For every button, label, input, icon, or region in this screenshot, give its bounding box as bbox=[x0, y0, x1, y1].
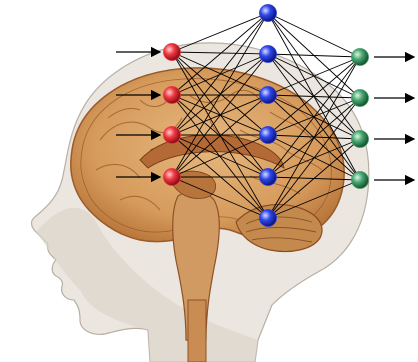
output-node-2 bbox=[352, 90, 369, 107]
hidden-node-1 bbox=[260, 5, 277, 22]
input-node-4 bbox=[164, 169, 181, 186]
input-node-3 bbox=[164, 127, 181, 144]
hidden-node-6 bbox=[260, 210, 277, 227]
hidden-node-2 bbox=[260, 46, 277, 63]
connection-hidden-1-to-output-1 bbox=[268, 13, 360, 57]
hidden-node-3 bbox=[260, 87, 277, 104]
output-node-1 bbox=[352, 49, 369, 66]
input-node-1 bbox=[164, 44, 181, 61]
hidden-node-5 bbox=[260, 169, 277, 186]
output-node-3 bbox=[352, 131, 369, 148]
input-node-2 bbox=[164, 87, 181, 104]
spinal-cord bbox=[188, 300, 206, 362]
hidden-node-4 bbox=[260, 127, 277, 144]
output-node-4 bbox=[352, 172, 369, 189]
